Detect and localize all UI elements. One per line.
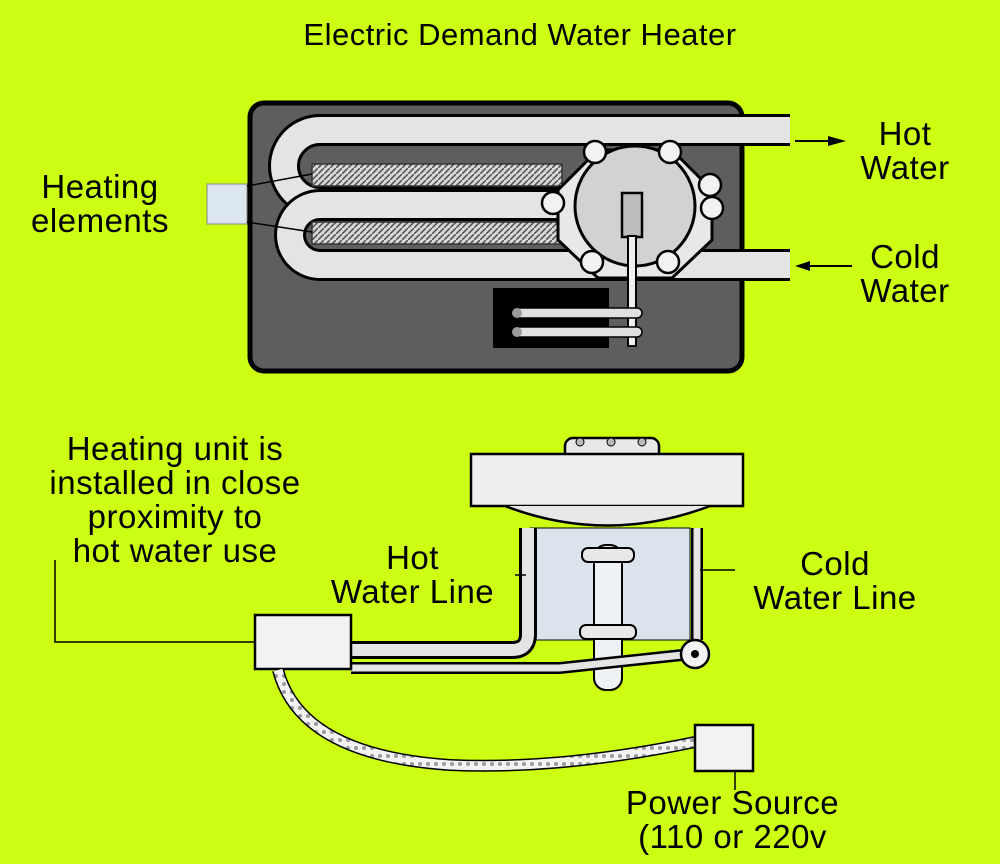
label-install-note: Heating unit is installed in close proxi… xyxy=(5,432,345,568)
terminal-block xyxy=(493,288,643,348)
label-line: Heating xyxy=(41,168,159,205)
label-line: (110 or 220v xyxy=(638,818,827,855)
power-source-box xyxy=(693,723,755,790)
flange-thermostat xyxy=(540,139,725,347)
label-cold-water: Cold Water xyxy=(840,240,970,308)
heating-element-top xyxy=(311,163,563,187)
label-line: Water Line xyxy=(753,579,917,616)
label-line: Water xyxy=(860,149,950,186)
label-line: Power Source xyxy=(625,784,840,821)
hot-water-arrow xyxy=(795,136,846,146)
heating-element-bottom xyxy=(311,221,563,245)
label-line: installed in close xyxy=(49,464,301,501)
cold-water-line xyxy=(351,528,711,674)
label-hot-water: Hot Water xyxy=(840,117,970,185)
cold-water-pipe xyxy=(274,189,790,281)
sink-fixture xyxy=(469,436,745,527)
drain-assembly xyxy=(529,527,691,691)
label-hot-water-line: Hot Water Line xyxy=(300,541,525,609)
power-cord xyxy=(272,668,697,772)
label-line: Cold xyxy=(800,545,870,582)
label-power-source: Power Source (110 or 220v xyxy=(590,786,875,854)
label-line: Hot xyxy=(386,539,439,576)
label-line: Cold xyxy=(870,238,940,275)
label-line: Hot xyxy=(878,115,932,152)
label-line: elements xyxy=(31,202,169,239)
install-note-leader xyxy=(54,560,255,643)
heating-elements-callout xyxy=(206,173,313,233)
label-cold-water-line: Cold Water Line xyxy=(725,547,945,615)
diagram-title: Electric Demand Water Heater xyxy=(303,17,737,52)
hot-water-line xyxy=(351,528,537,659)
heating-unit xyxy=(253,613,353,671)
label-line: Water xyxy=(860,272,950,309)
label-line: proximity to xyxy=(87,498,263,535)
label-line: hot water use xyxy=(72,532,278,569)
label-line: Heating unit is xyxy=(66,430,284,467)
cold-water-arrow xyxy=(795,261,852,271)
label-line: Water Line xyxy=(330,573,495,610)
label-heating-elements: Heating elements xyxy=(5,170,195,238)
